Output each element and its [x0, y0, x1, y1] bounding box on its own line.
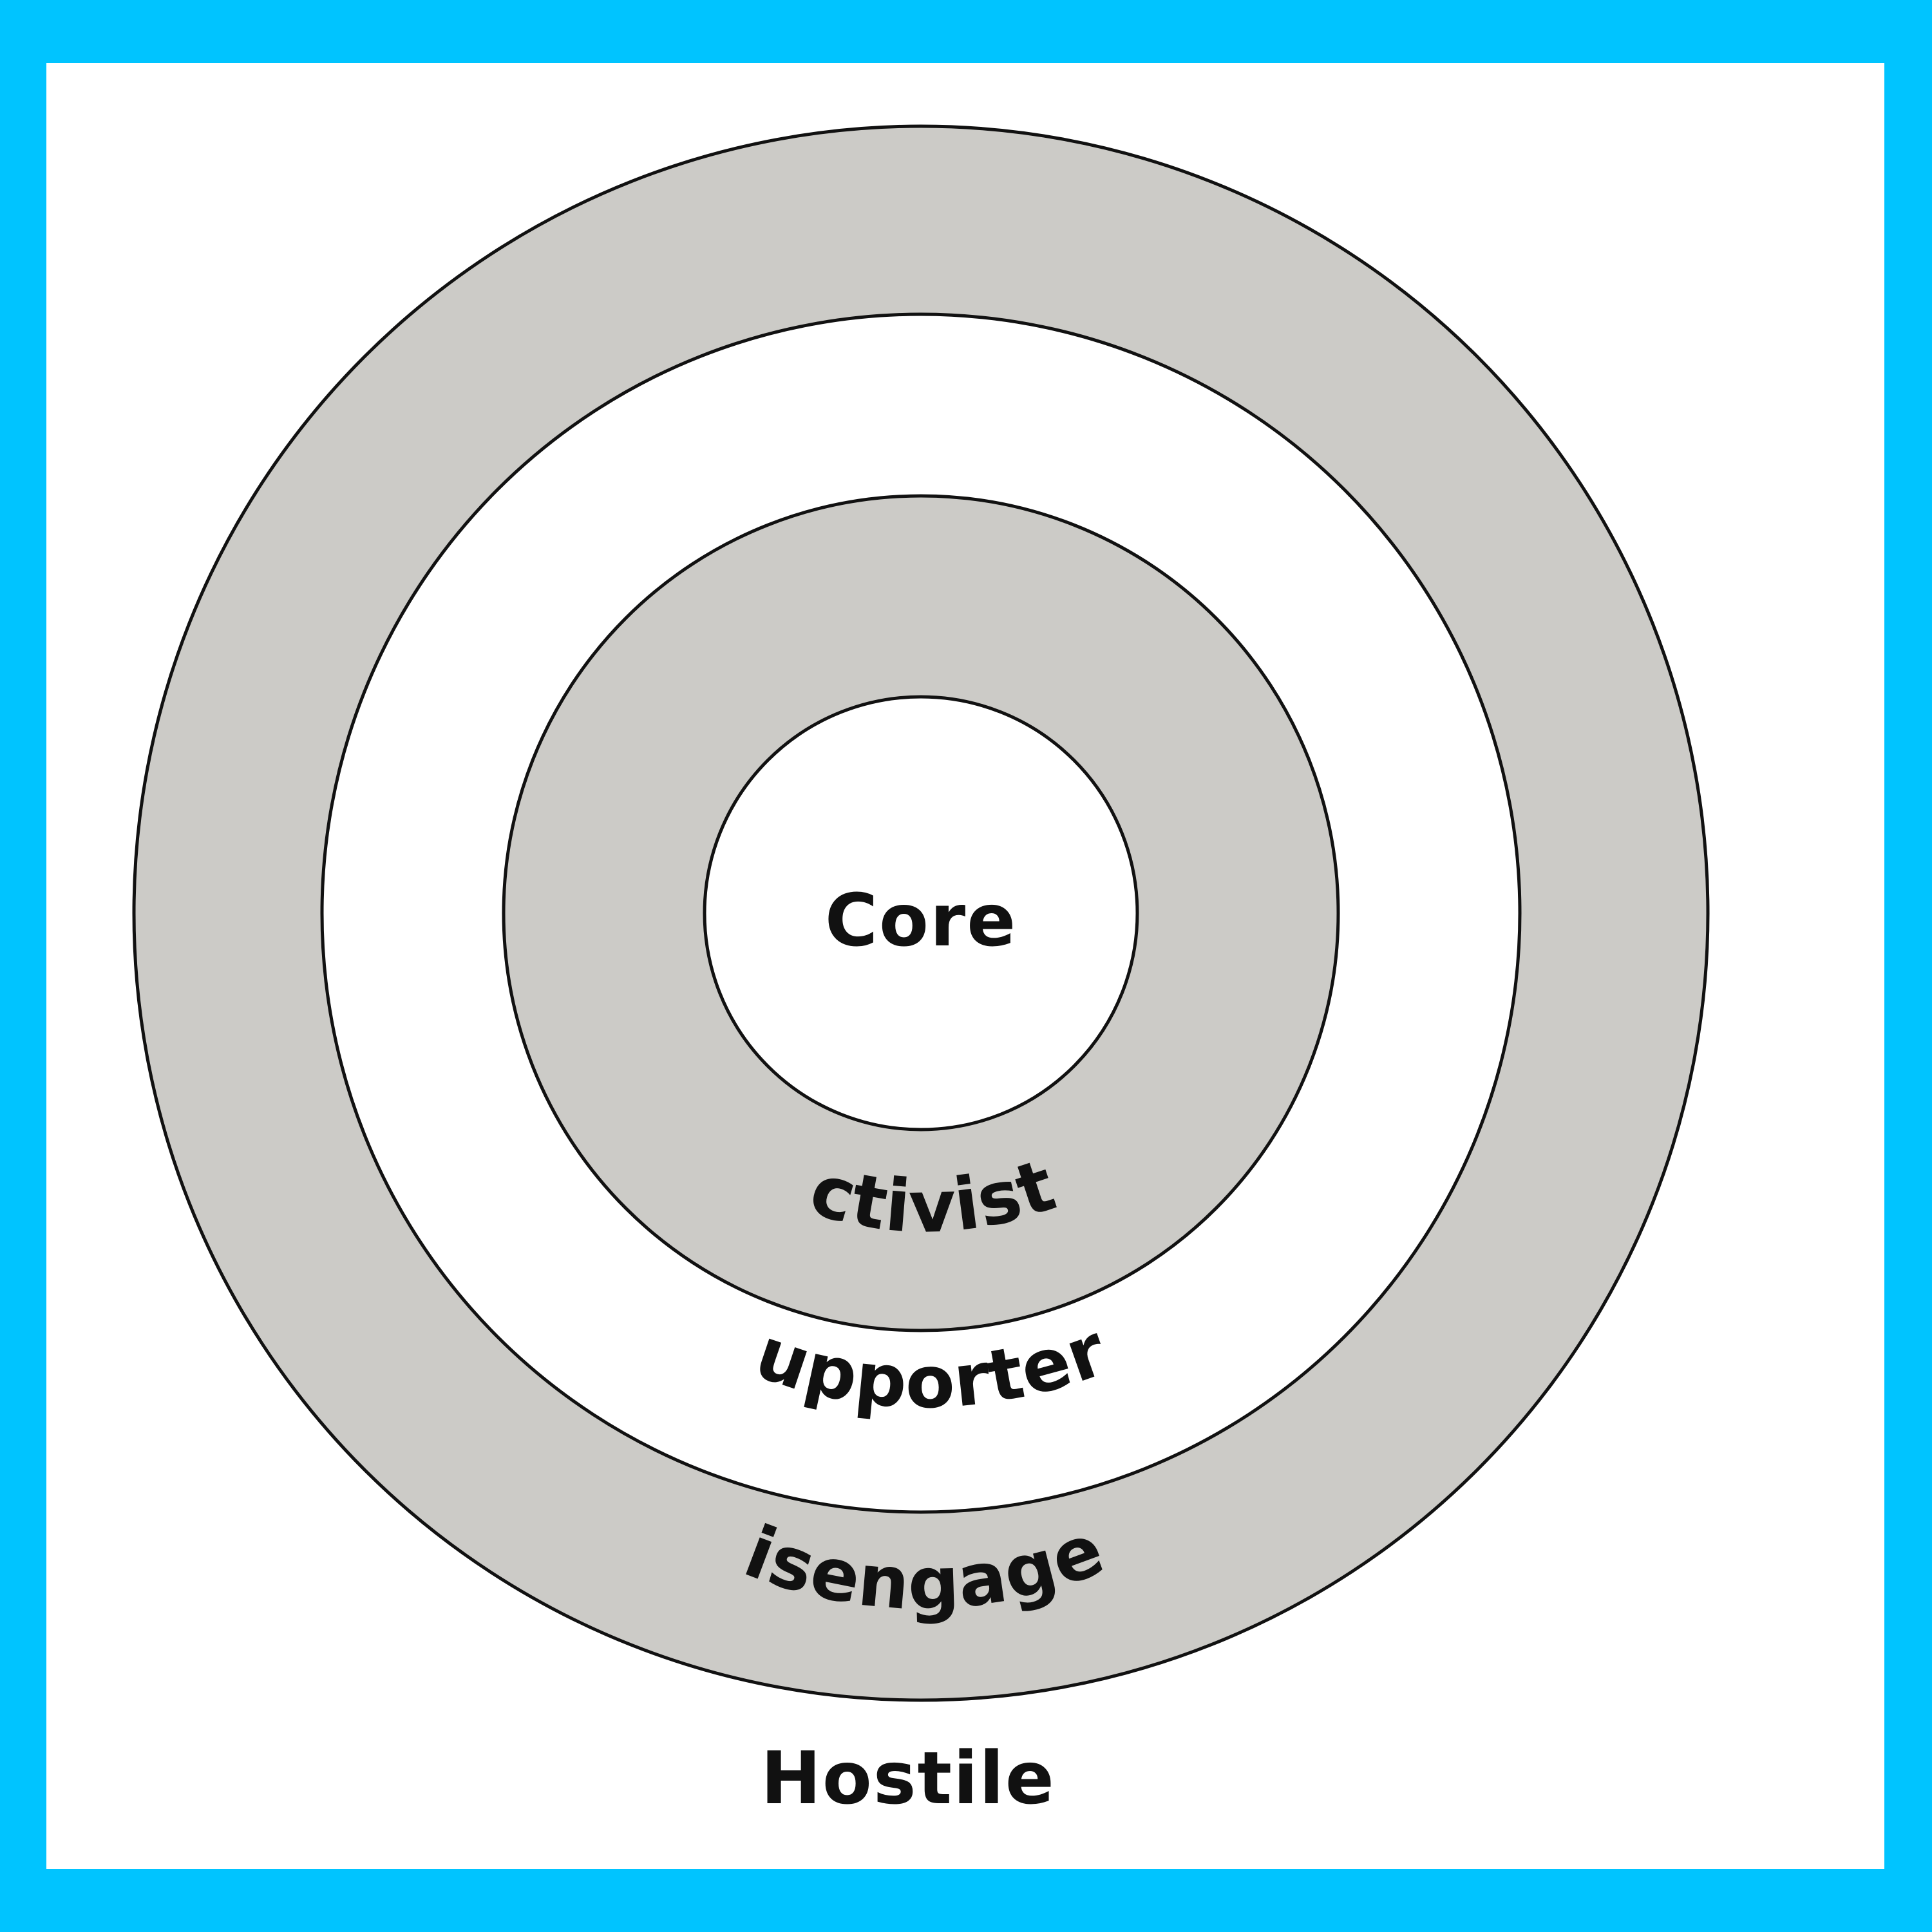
ring-core — [703, 695, 1139, 1132]
label-hostile: Hostile — [761, 1737, 1056, 1821]
label-core: Core — [825, 879, 1017, 963]
